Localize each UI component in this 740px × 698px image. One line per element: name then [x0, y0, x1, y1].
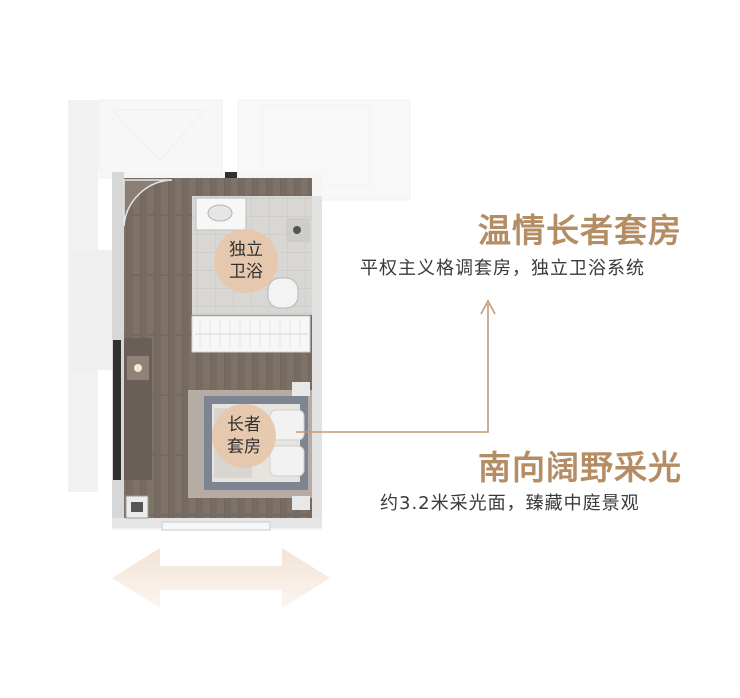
suite-badge-line2: 套房: [227, 437, 261, 457]
feature-title-suite: 温情长者套房: [478, 211, 682, 250]
feature-desc-light: 约3.2米采光面，臻藏中庭景观: [380, 493, 640, 514]
double-arrow-icon: [112, 548, 330, 608]
desk: [124, 338, 152, 519]
suite-badge-line1: 长者: [227, 415, 261, 435]
bathroom-badge-line1: 独立: [229, 240, 263, 260]
bathroom: [192, 196, 312, 315]
door-swing: [123, 179, 173, 227]
wardrobe: [191, 315, 311, 353]
bathroom-badge: 独立 卫浴: [214, 229, 278, 293]
leader-arrow-icon: [480, 299, 496, 315]
leader-line: [296, 304, 489, 433]
bathroom-badge-line2: 卫浴: [229, 262, 263, 282]
feature-desc-suite: 平权主义格调套房，独立卫浴系统: [360, 258, 645, 279]
window: [161, 521, 271, 531]
context-faded: [68, 99, 411, 492]
feature-title-light: 南向阔野采光: [478, 448, 682, 487]
suite-badge: 长者 套房: [212, 404, 276, 468]
